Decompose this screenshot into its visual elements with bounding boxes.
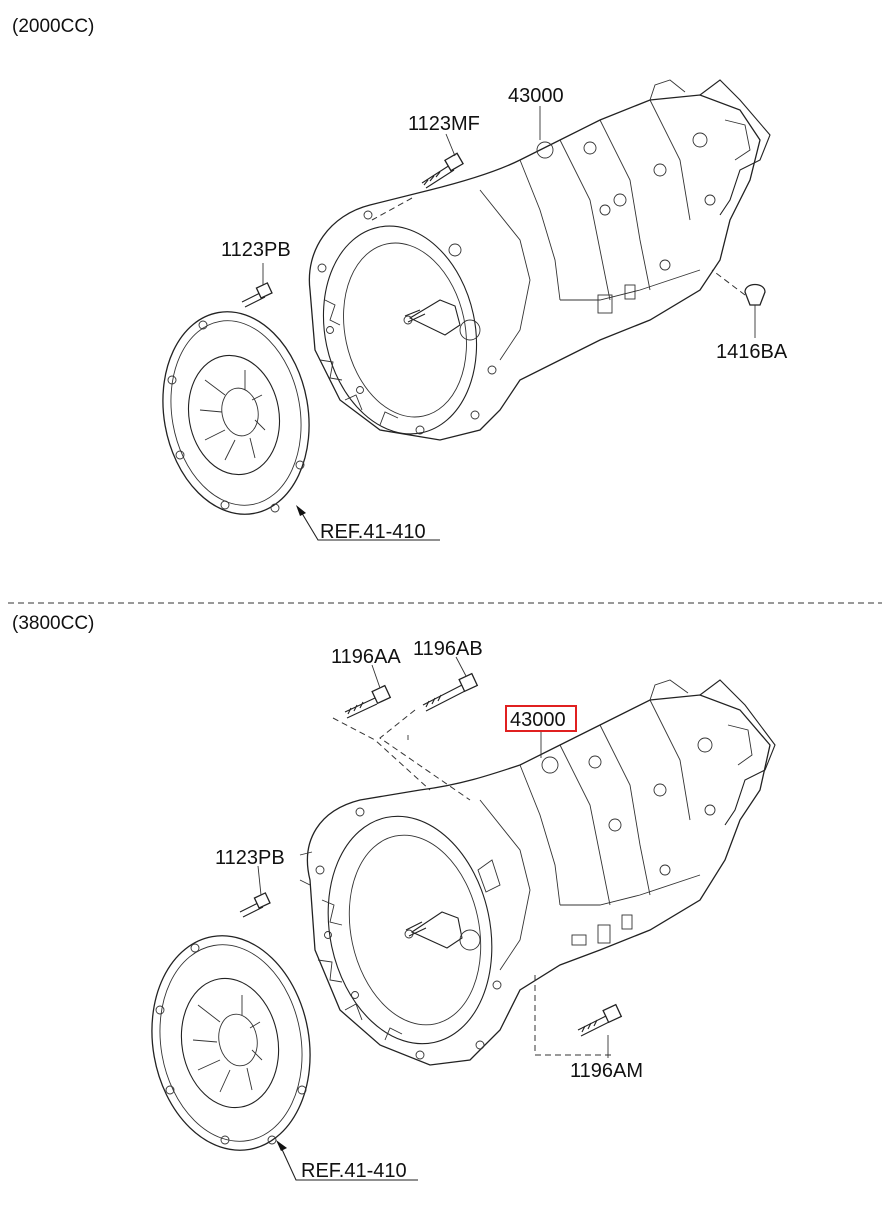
label-43000-3800cc: 43000 bbox=[510, 709, 566, 731]
bolt-1196am bbox=[534, 975, 623, 1058]
leader-1123mf bbox=[445, 133, 456, 157]
label-1196aa: 1196AA bbox=[331, 646, 401, 668]
label-1196ab: 1196AB bbox=[413, 638, 483, 660]
section-title-3800cc: (3800CC) bbox=[12, 613, 94, 634]
bolt-1123pb-upper bbox=[241, 263, 273, 308]
label-1123pb-2000cc: 1123PB bbox=[221, 239, 291, 261]
label-1416ba: 1416BA bbox=[716, 341, 788, 363]
plug-1416ba bbox=[711, 269, 766, 338]
bolt-1123mf bbox=[371, 152, 464, 221]
section-title-2000cc: (2000CC) bbox=[12, 16, 94, 37]
transmission-assembly-2000cc bbox=[308, 79, 771, 441]
label-1123pb-3800cc: 1123PB bbox=[215, 847, 285, 869]
label-43000-2000cc: 43000 bbox=[508, 85, 564, 107]
bolt-1196ab bbox=[422, 656, 479, 712]
transmission-assembly-3800cc bbox=[299, 679, 776, 1066]
label-ref-2000cc: REF.41-410 bbox=[320, 521, 426, 543]
label-ref-3800cc: REF.41-410 bbox=[301, 1160, 407, 1182]
label-1123mf: 1123MF bbox=[408, 113, 480, 135]
label-1196am: 1196AM bbox=[570, 1060, 643, 1082]
clutch-cover-3800cc bbox=[151, 935, 311, 1151]
clutch-cover-2000cc bbox=[162, 311, 310, 515]
bolt-guide-lines-3800cc bbox=[332, 709, 471, 801]
ref-arrow-2000cc bbox=[296, 505, 440, 541]
highlight-box-43000 bbox=[505, 705, 577, 732]
bolt-1196aa bbox=[344, 664, 392, 719]
ref-arrow-3800cc bbox=[276, 1140, 418, 1181]
bolt-1123pb-lower bbox=[239, 865, 271, 918]
